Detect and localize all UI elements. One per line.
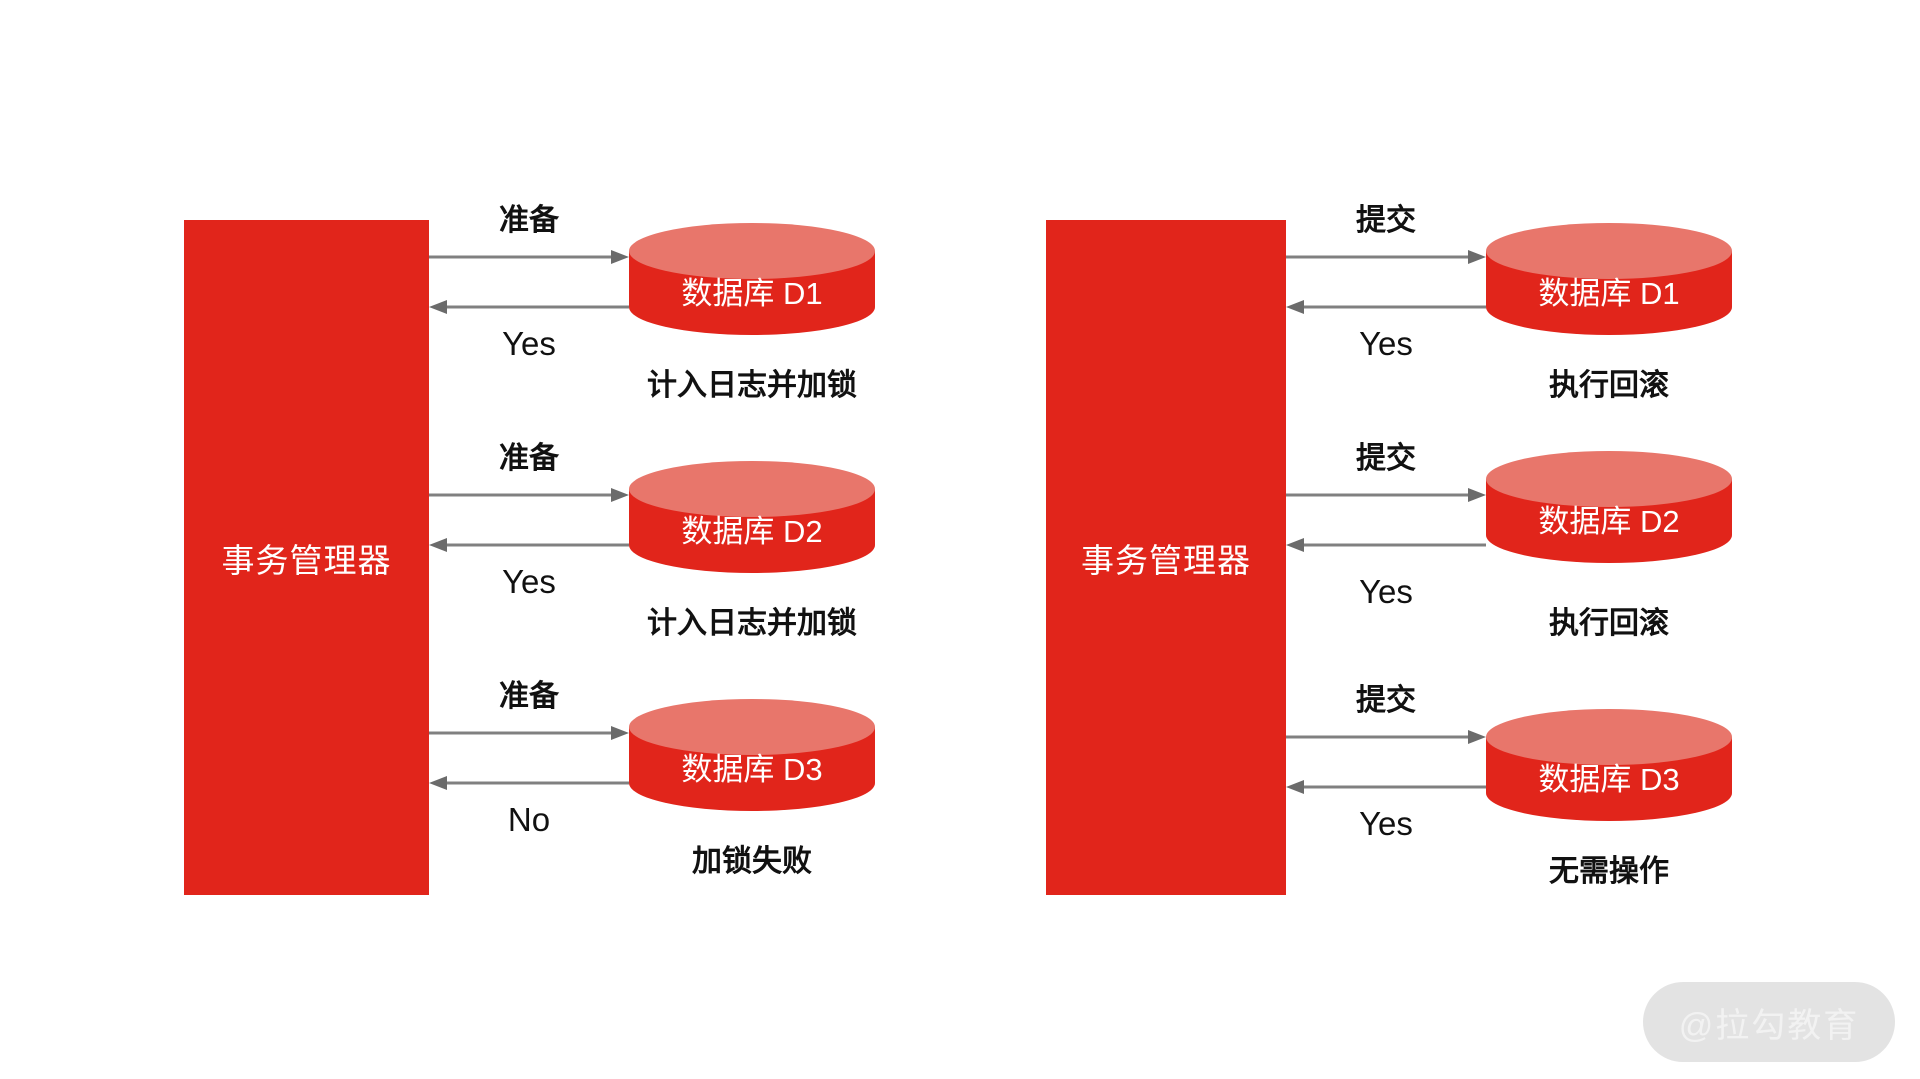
watermark-text: @拉勾教育 [1678,1006,1860,1045]
caption-right-row1: 执行回滚 [1549,369,1669,402]
caption-left-row2: 计入日志并加锁 [647,607,857,640]
database-cylinder-right-d1: 数据库 D1 [1486,223,1732,338]
watermark-badge: @拉勾教育 [1643,982,1895,1062]
edge-label-left-row1-response: Yes [502,325,556,362]
cylinder-top-ellipse [1486,709,1732,765]
edge-label-right-row1-request: 提交 [1356,204,1416,237]
database-cylinder-left-d3: 数据库 D3 [629,699,875,814]
transaction-manager-label-right: 事务管理器 [1081,541,1251,579]
caption-left-row1: 计入日志并加锁 [647,369,857,402]
database-label-left-d1: 数据库 D1 [681,276,823,311]
caption-right-row2: 执行回滚 [1549,607,1669,640]
arrow-pair-left-row3 [429,726,629,790]
database-cylinder-left-d1: 数据库 D1 [629,223,875,338]
caption-left-row3: 加锁失败 [692,845,812,878]
cylinder-top-ellipse [629,223,875,279]
cylinder-top-ellipse [1486,223,1732,279]
database-label-left-d2: 数据库 D2 [681,514,823,549]
arrow-pair-right-row2 [1286,488,1486,552]
cylinder-top-ellipse [1486,451,1732,507]
arrow-pair-left-row1 [429,250,629,314]
transaction-manager-box-right: 事务管理器 [1046,220,1286,895]
database-label-left-d3: 数据库 D3 [681,752,823,787]
arrow-pair-right-row3 [1286,730,1486,794]
edge-label-left-row2-response: Yes [502,563,556,600]
database-label-right-d1: 数据库 D1 [1538,276,1680,311]
database-cylinder-right-d2: 数据库 D2 [1486,451,1732,566]
edge-label-left-row3-response: No [507,801,551,838]
caption-right-row3: 无需操作 [1549,855,1669,888]
edge-label-right-row2-request: 提交 [1356,442,1416,475]
edge-label-left-row3-request: 准备 [499,680,559,713]
cylinder-top-ellipse [629,461,875,517]
database-label-right-d2: 数据库 D2 [1538,504,1680,539]
transaction-manager-box-left: 事务管理器 [184,220,429,895]
edge-label-left-row2-request: 准备 [499,442,559,475]
edge-label-right-row1-response: Yes [1359,325,1413,362]
arrow-pair-left-row2 [429,488,629,552]
arrow-pair-right-row1 [1286,250,1486,314]
cylinder-top-ellipse [629,699,875,755]
edge-label-right-row3-request: 提交 [1356,684,1416,717]
database-label-right-d3: 数据库 D3 [1538,762,1680,797]
edge-label-left-row1-request: 准备 [499,204,559,237]
database-cylinder-left-d2: 数据库 D2 [629,461,875,576]
edge-label-right-row2-response: Yes [1359,573,1413,610]
database-cylinder-right-d3: 数据库 D3 [1486,709,1732,824]
edge-label-right-row3-response: Yes [1359,805,1413,842]
transaction-manager-label-left: 事务管理器 [221,541,392,579]
